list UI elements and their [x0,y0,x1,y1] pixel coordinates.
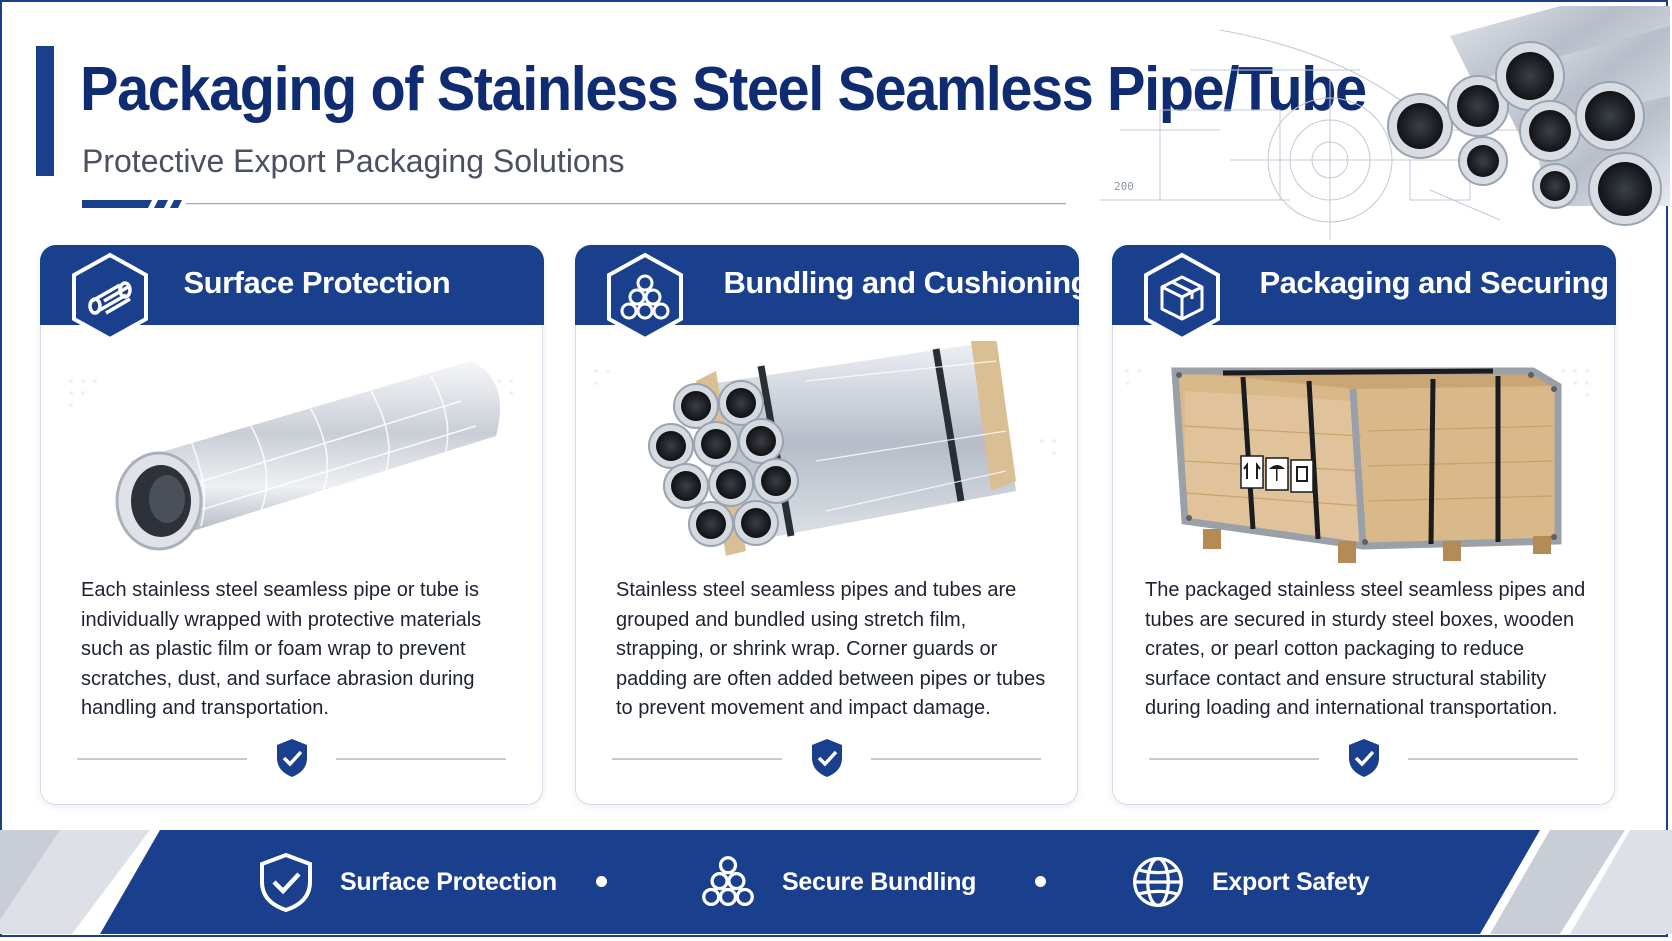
pipe-icon [71,252,148,341]
card-surface-protection: Surface Protection [39,244,544,805]
banner-separator-dot [1035,876,1046,887]
shield-check-icon [276,739,307,777]
banner-separator-dot [596,876,607,887]
shield-check-icon [811,739,842,777]
card-description: The packaged stainless steel seamless pi… [1145,579,1586,719]
box-icon [1143,252,1220,341]
banner-item-secure-bundling: Secure Bundling [700,850,976,914]
title-underline [82,200,1066,208]
card-packaging-securing: Packaging and Securing [1111,244,1616,805]
card-description: Stainless steel seamless pipes and tubes… [616,579,1046,719]
footer-divider [1408,758,1578,760]
shield-check-icon [1348,739,1379,777]
card-header: Surface Protection [39,244,544,341]
page-subtitle: Protective Export Packaging Solutions [82,143,625,179]
card-bundling-cushioning: Bundling and Cushioning [574,244,1090,805]
card-footer [77,738,506,778]
feature-banner: Surface Protection Secure Bundling Expor… [0,830,1672,934]
wooden-crate-image [1125,367,1589,563]
card-title: Packaging and Securing [1259,264,1610,300]
footer-divider [871,758,1041,760]
footer-divider [1149,758,1319,760]
banner-background [0,830,1672,934]
banner-item-export-safety: Export Safety [1130,850,1370,914]
steel-pipes-image [1387,6,1670,226]
shield-check-icon [260,852,312,912]
card-header: Packaging and Securing [1111,244,1616,341]
card-header: Bundling and Cushioning [574,244,1090,341]
page-title: Packaging of Stainless Steel Seamless Pi… [80,55,1367,124]
card-footer [1149,738,1578,778]
blueprint-drawing: 200 90 [1100,29,1520,240]
banner-label: Secure Bundling [782,867,977,896]
bundled-pipes-image [594,341,1056,556]
card-description: Each stainless steel seamless pipe or tu… [81,579,482,719]
globe-icon [1133,857,1183,907]
footer-divider [612,758,782,760]
card-title: Surface Protection [183,264,451,300]
banner-label: Surface Protection [340,867,557,896]
banner-item-surface-protection: Surface Protection [258,850,557,914]
title-accent-bar [36,46,54,176]
footer-divider [336,758,506,760]
banner-label: Export Safety [1212,867,1370,896]
card-footer [612,738,1041,778]
bundle-icon [606,252,683,341]
wrapped-pipe-image [69,361,513,551]
bundle-icon [702,856,754,907]
blueprint-label-200: 200 [1114,180,1134,193]
card-title: Bundling and Cushioning [723,264,1090,300]
footer-divider [77,758,247,760]
